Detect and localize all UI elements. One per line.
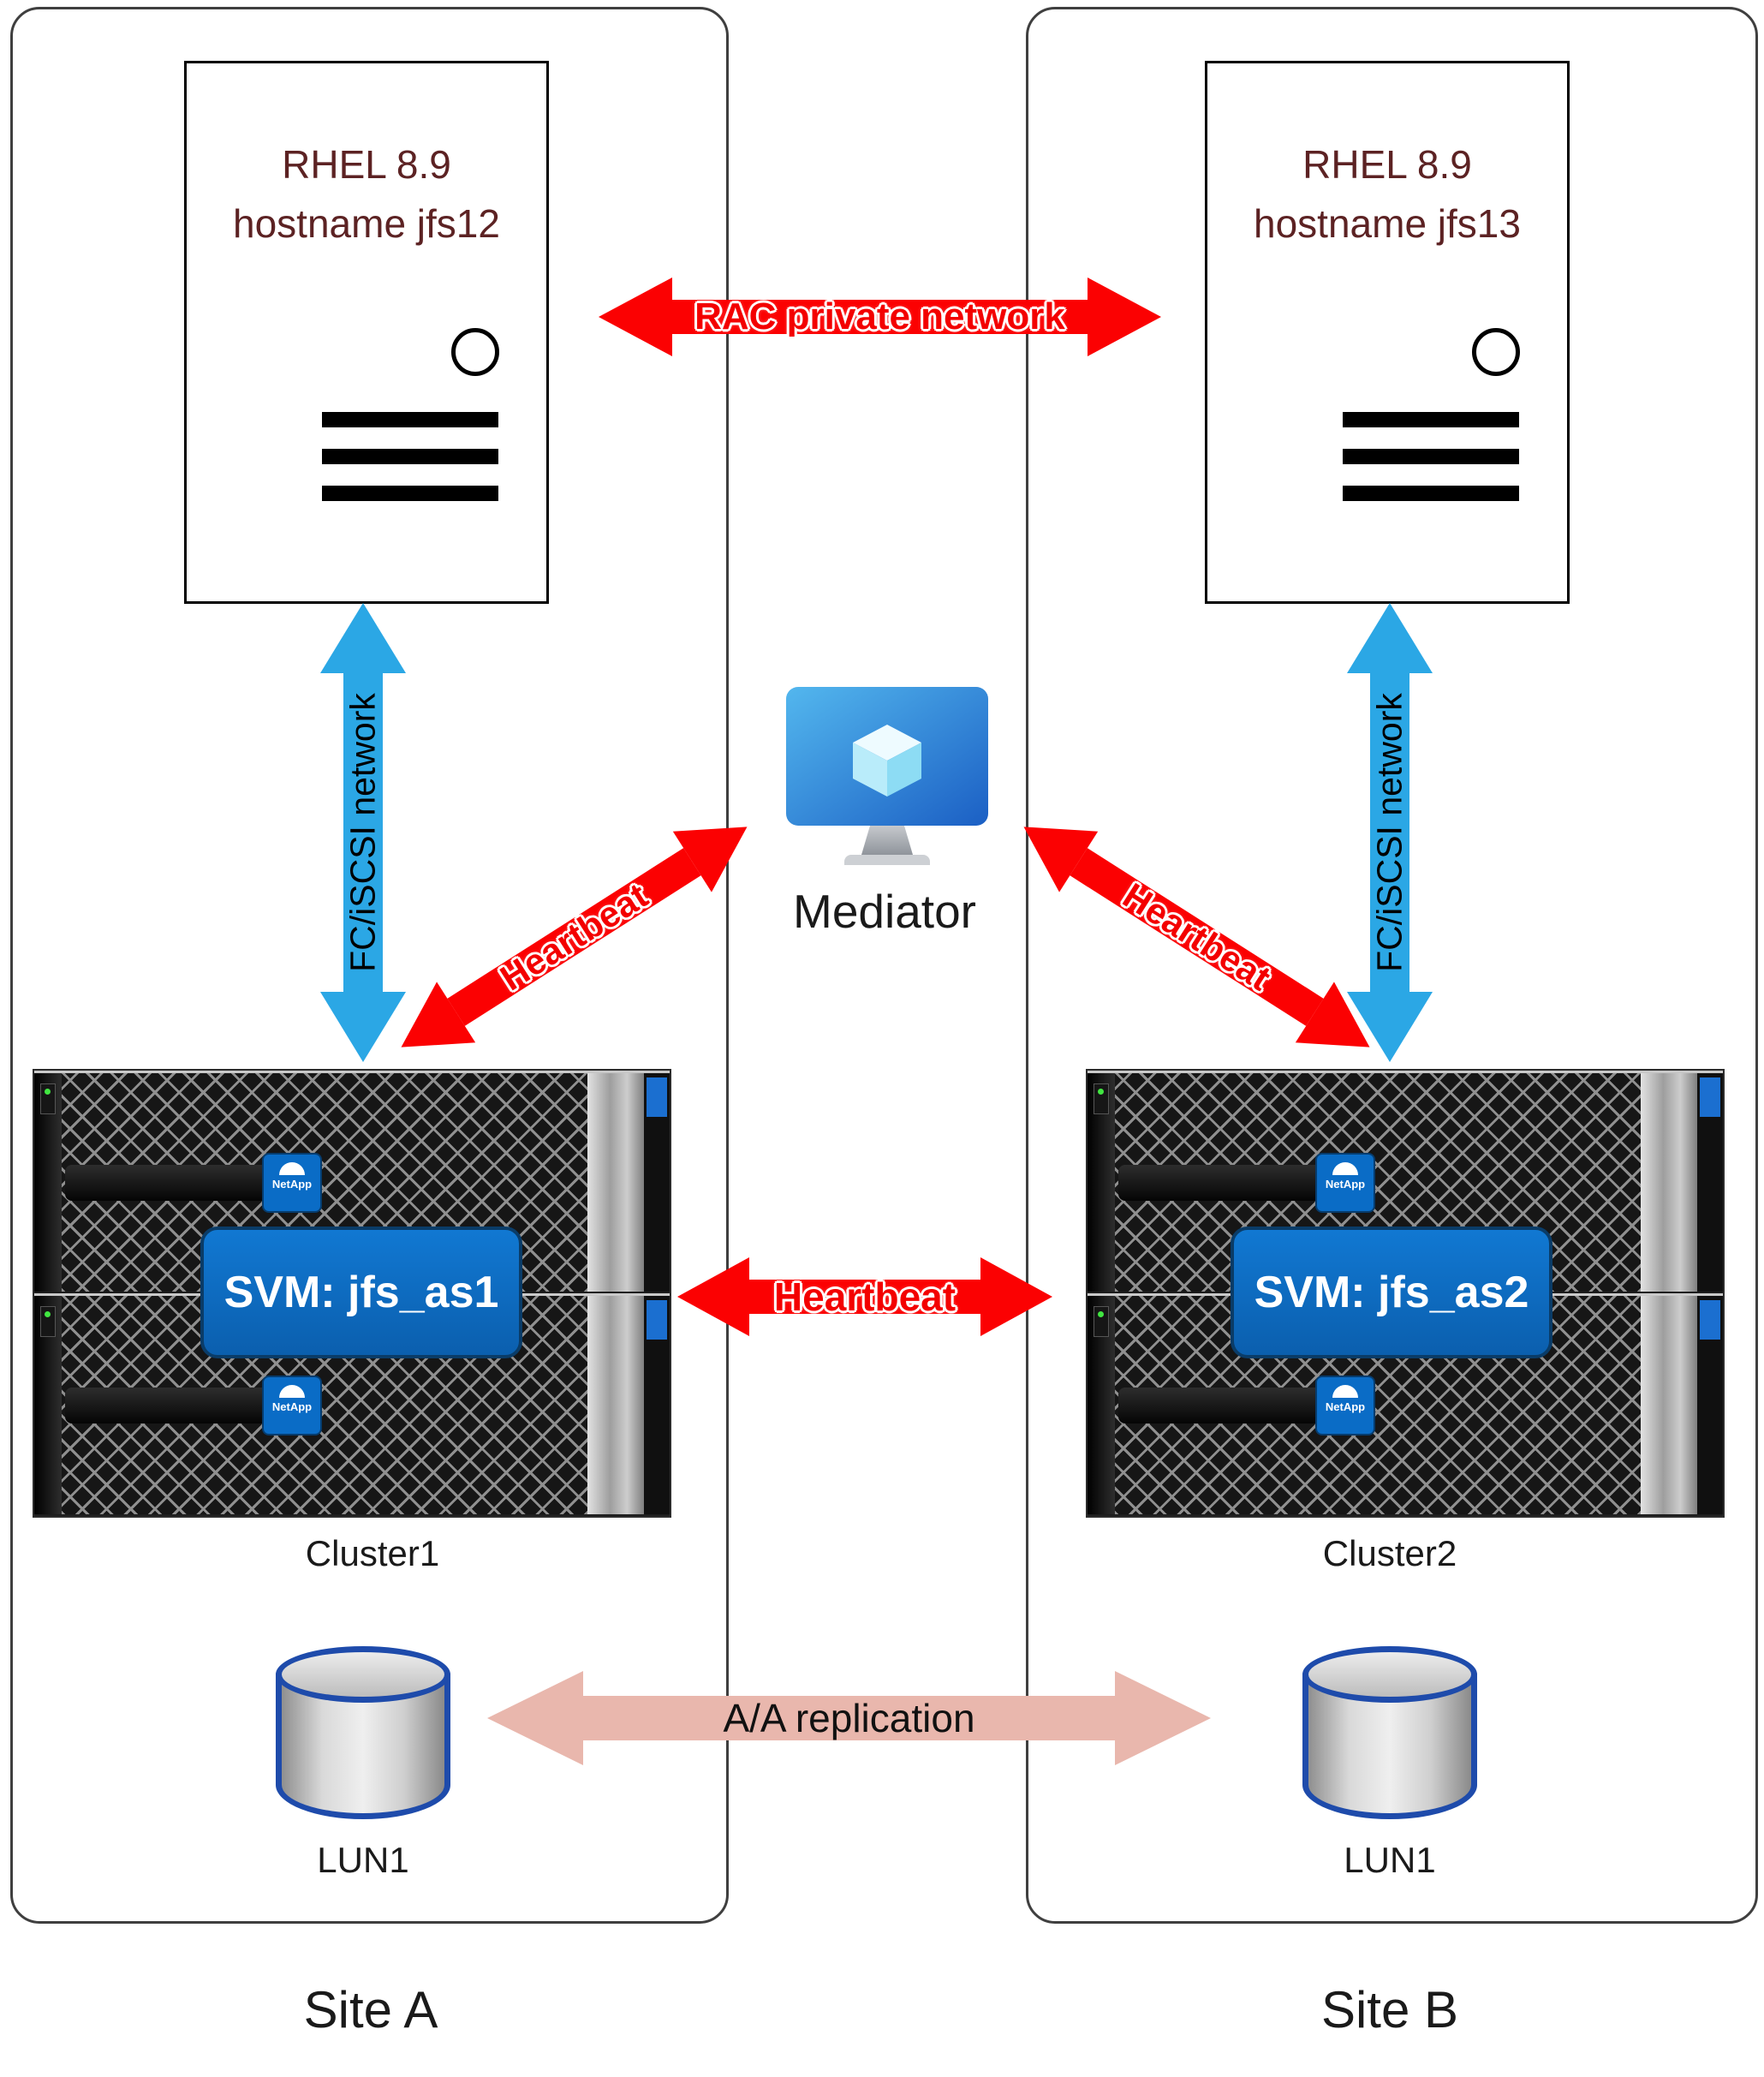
server-a-os-label: RHEL 8.9	[282, 142, 451, 187]
rac-network-label: RAC private network	[694, 295, 1065, 337]
power-button-icon	[1472, 328, 1520, 376]
server-b-hostname-label: hostname jfs13	[1254, 201, 1521, 246]
arrowhead-up	[1347, 603, 1433, 673]
netapp-arch-icon	[279, 1384, 305, 1398]
arrowhead-right	[1115, 1671, 1211, 1765]
bezel-column	[1641, 1073, 1697, 1292]
arrow-body	[583, 1696, 1115, 1740]
bezel-left	[1088, 1296, 1115, 1514]
bezel-right	[1697, 1296, 1723, 1514]
bezel-right	[1697, 1073, 1723, 1292]
svm-badge-jfs-as1: SVM: jfs_as1	[200, 1227, 522, 1358]
server-a-title: RHEL 8.9 hostname jfs12	[187, 63, 546, 254]
arrow-body	[749, 1280, 980, 1314]
server-jfs12: RHEL 8.9 hostname jfs12	[184, 61, 549, 604]
bezel-column	[587, 1073, 644, 1292]
replication-label: A/A replication	[723, 1696, 975, 1740]
netapp-logo-icon: NetApp	[1317, 1376, 1374, 1434]
netapp-logo-text: NetApp	[271, 1177, 313, 1191]
vent-bar	[322, 449, 498, 464]
server-b-os-label: RHEL 8.9	[1302, 142, 1472, 187]
lun-cylinder-a	[276, 1646, 450, 1819]
vent-bar	[1343, 486, 1519, 501]
fc-iscsi-label-a: FC/iSCSI network	[343, 693, 383, 972]
netapp-logo-text: NetApp	[271, 1400, 313, 1413]
server-vents-icon	[322, 412, 498, 522]
netapp-logo-icon: NetApp	[1317, 1154, 1374, 1211]
vent-bar	[1343, 412, 1519, 427]
cluster1-label: Cluster1	[305, 1533, 440, 1573]
arrow-body	[672, 300, 1088, 334]
site-a-label: Site A	[303, 1981, 438, 2038]
arrow-body	[1370, 673, 1409, 992]
mediator-label: Mediator	[793, 885, 976, 938]
netapp-logo-text: NetApp	[1325, 1177, 1366, 1191]
arrowhead-down	[1347, 992, 1433, 1062]
netapp-arch-icon	[1332, 1384, 1358, 1398]
netapp-logo-icon: NetApp	[264, 1154, 320, 1211]
status-led-icon	[1094, 1306, 1109, 1337]
status-led-icon	[1094, 1083, 1109, 1114]
arrowhead-left	[487, 1671, 583, 1765]
server-a-hostname-label: hostname jfs12	[233, 201, 500, 246]
lun-a-label: LUN1	[317, 1840, 409, 1880]
cylinder-top	[1302, 1646, 1477, 1703]
netapp-logo-icon: NetApp	[264, 1376, 320, 1434]
arrowhead-up	[320, 603, 406, 673]
arrowhead-right	[1088, 278, 1161, 356]
bezel-column	[587, 1296, 644, 1514]
vent-bar	[322, 412, 498, 427]
storage-shelf: NetApp	[1088, 1071, 1723, 1293]
fc-iscsi-label-b: FC/iSCSI network	[1369, 693, 1409, 972]
drive-handle: NetApp	[1118, 1376, 1374, 1434]
bezel-left	[34, 1296, 62, 1514]
heartbeat-label-center: Heartbeat	[773, 1274, 956, 1319]
bezel-left	[34, 1073, 62, 1292]
mediator-icon	[786, 687, 988, 865]
netapp-arch-icon	[279, 1161, 305, 1175]
replication-arrow: A/A replication	[487, 1671, 1211, 1765]
svm-label-a: SVM: jfs_as1	[223, 1268, 499, 1317]
svm-badge-jfs-as2: SVM: jfs_as2	[1231, 1227, 1552, 1358]
vent-bar	[1343, 449, 1519, 464]
model-tag	[647, 1077, 667, 1117]
cylinder-top	[276, 1646, 450, 1703]
arrowhead-down	[320, 992, 406, 1062]
bezel-left	[1088, 1073, 1115, 1292]
arrowhead-left	[599, 278, 672, 356]
power-button-icon	[451, 328, 499, 376]
cluster2-label: Cluster2	[1322, 1533, 1457, 1573]
rac-network-arrow: RAC private network	[599, 278, 1161, 356]
vent-bar	[322, 486, 498, 501]
heartbeat-arrow-center: Heartbeat	[677, 1257, 1052, 1336]
server-vents-icon	[1343, 412, 1519, 522]
bezel-column	[1641, 1296, 1697, 1514]
netapp-arch-icon	[1332, 1161, 1358, 1175]
server-b-title: RHEL 8.9 hostname jfs13	[1207, 63, 1567, 254]
model-tag	[1700, 1077, 1720, 1117]
lun-cylinder-b	[1302, 1646, 1477, 1819]
drive-handle: NetApp	[65, 1376, 320, 1434]
status-led-icon	[40, 1306, 56, 1337]
fc-iscsi-arrow-b: FC/iSCSI network	[1347, 603, 1433, 1062]
svm-label-b: SVM: jfs_as2	[1254, 1268, 1529, 1317]
lun-b-label: LUN1	[1344, 1840, 1436, 1880]
arrow-body	[343, 673, 383, 992]
bezel-right	[644, 1296, 670, 1514]
bezel-right	[644, 1073, 670, 1292]
drive-handle: NetApp	[65, 1154, 320, 1211]
netapp-logo-text: NetApp	[1325, 1400, 1366, 1413]
server-jfs13: RHEL 8.9 hostname jfs13	[1205, 61, 1570, 604]
arrowhead-left	[677, 1257, 749, 1336]
site-b-label: Site B	[1320, 1981, 1459, 2038]
model-tag	[647, 1300, 667, 1340]
drive-handle: NetApp	[1118, 1154, 1374, 1211]
fc-iscsi-arrow-a: FC/iSCSI network	[320, 603, 406, 1062]
cylinder-body	[1302, 1674, 1477, 1819]
status-led-icon	[40, 1083, 56, 1114]
model-tag	[1700, 1300, 1720, 1340]
arrowhead-right	[980, 1257, 1052, 1336]
